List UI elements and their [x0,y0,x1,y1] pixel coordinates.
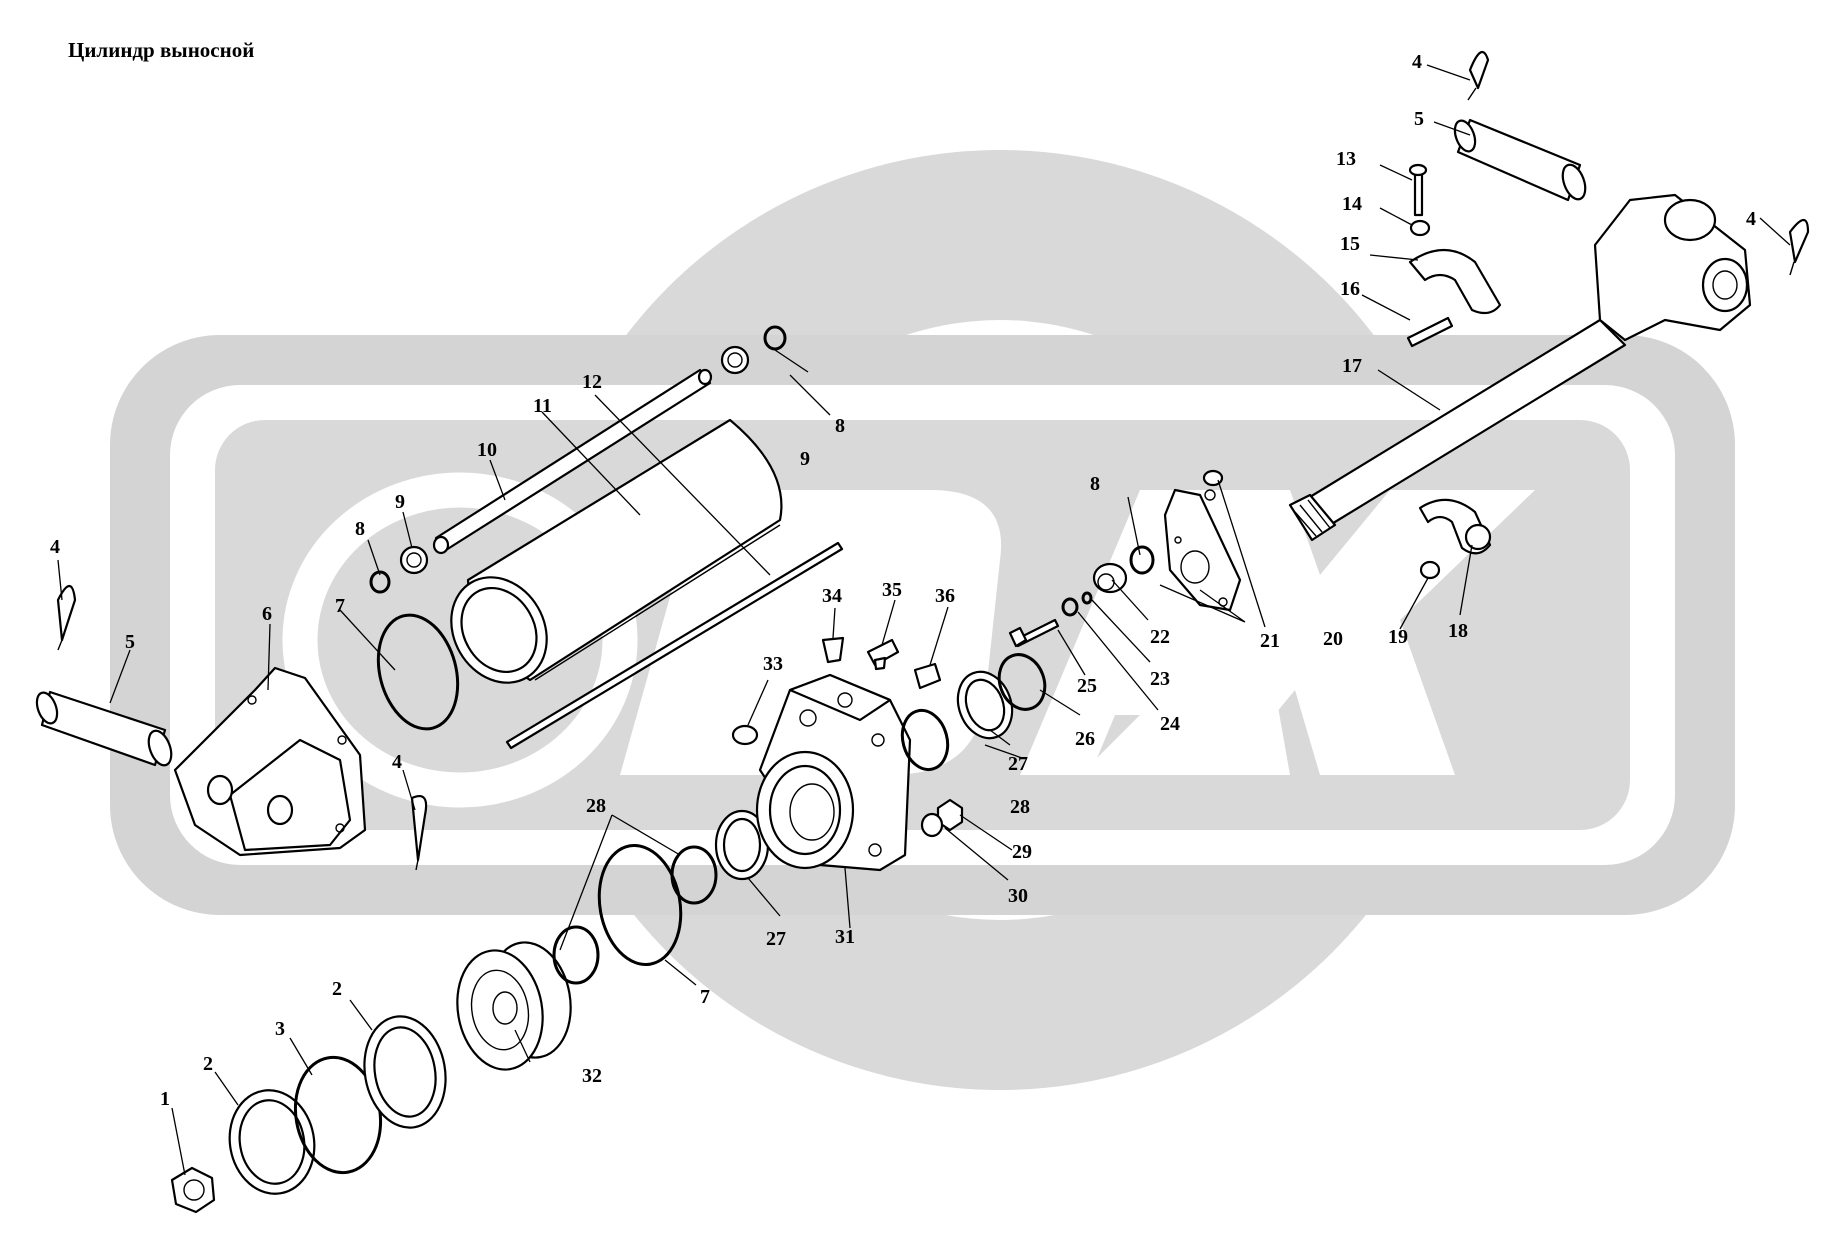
callout: 27 [1008,753,1028,775]
callout: 26 [1075,728,1095,750]
part-6-clevis-bracket [173,666,367,857]
part-34-plug [821,636,845,664]
callout: 23 [1150,668,1170,690]
part-22-valve [1092,562,1128,594]
callout: 15 [1340,233,1360,255]
callout: 9 [800,448,810,470]
part-8-ring [369,570,391,594]
part-31-cylinder-head [755,673,912,872]
part-12-threaded-rod [505,541,844,750]
part-21-flange [1163,488,1242,612]
part-16-pin [1406,316,1454,348]
part-28-ring-3 [900,708,950,772]
part-30-washer [920,812,944,838]
part-9-washer-2 [720,345,750,375]
part-11-cylinder-tube [450,418,783,684]
callout: 14 [1342,193,1362,215]
callout: 12 [582,371,602,393]
callout: 13 [1336,148,1356,170]
part-25-bolt [1008,618,1060,648]
diagram-title: Цилиндр выносной [68,38,255,62]
callout: 29 [1012,841,1032,863]
callout: 35 [882,579,902,601]
part-17-rod-eye [1593,193,1752,342]
part-4-cotter-pin-top [1467,50,1490,101]
part-1-nut [170,1166,216,1214]
part-18-clamp [1418,498,1492,555]
part-33-nipple [731,724,759,746]
callout: 18 [1448,620,1468,642]
part-13-bolt [1408,163,1428,217]
part-7-o-ring-2 [376,613,460,731]
callout: 17 [1342,355,1362,377]
callout: 34 [822,585,842,607]
part-9-washer [399,545,429,575]
part-14-washer [1409,219,1431,237]
part-17-rod [1288,318,1627,542]
part-26-ring [997,653,1047,711]
callout: 8 [835,415,845,437]
part-15-clamp [1408,249,1502,315]
callout: 4 [1746,208,1756,230]
part-24-ring [1061,597,1079,617]
callout: 33 [763,653,783,675]
part-2-bushing-2 [363,1015,447,1129]
callout: 5 [125,631,135,653]
part-23-ring [1081,591,1093,605]
callout: 3 [275,1018,285,1040]
callout: 28 [1010,796,1030,818]
callout: 24 [1160,713,1180,735]
part-32-piston [456,941,572,1071]
callout: 22 [1150,626,1170,648]
callout: 30 [1008,885,1028,907]
callout: 6 [262,603,272,625]
part-4-cotter-pin-bottom [410,794,428,871]
part-4-cotter-pin-right [1788,218,1810,276]
callout: 2 [332,978,342,1000]
part-20-screw [1202,469,1224,487]
part-10-tie-rod [432,368,713,555]
part-8-ring-2 [763,325,787,351]
callout: 21 [1260,630,1280,652]
callout: 4 [50,536,60,558]
callout: 2 [203,1053,213,1075]
part-5-pin-2 [1453,118,1587,202]
callout: 10 [477,439,497,461]
part-4-cotter-pin-left [56,584,77,651]
callout-labels: 1 2 2 3 4 4 4 4 5 5 6 7 7 8 8 8 9 9 10 1… [50,51,1756,1110]
callout: 7 [700,986,710,1008]
callout: 5 [1414,108,1424,130]
callout: 25 [1077,675,1097,697]
part-28-ring-2 [670,845,718,905]
part-28-ring [552,925,600,985]
part-19-nut [1419,560,1441,580]
callout: 11 [533,395,552,417]
callout: 1 [160,1088,170,1110]
callout: 20 [1323,628,1343,650]
callout: 8 [355,518,365,540]
part-8-ring-3 [1129,545,1155,575]
part-27-seal [714,809,770,881]
callout: 31 [835,926,855,948]
part-5-pin [35,690,173,767]
callout: 9 [395,491,405,513]
part-36-breather [913,662,942,690]
callout: 7 [335,595,345,617]
part-2-bushing [228,1089,316,1195]
callout: 19 [1388,626,1408,648]
callout: 28 [586,795,606,817]
callout: 32 [582,1065,602,1087]
callout: 4 [392,751,402,773]
callout: 16 [1340,278,1360,300]
part-35-fitting [866,638,900,671]
callout: 4 [1412,51,1422,73]
part-27-seal-2 [956,670,1014,740]
callout: 27 [766,928,786,950]
callout: 8 [1090,473,1100,495]
callout: 36 [935,585,955,607]
leader-lines [57,64,1791,1176]
